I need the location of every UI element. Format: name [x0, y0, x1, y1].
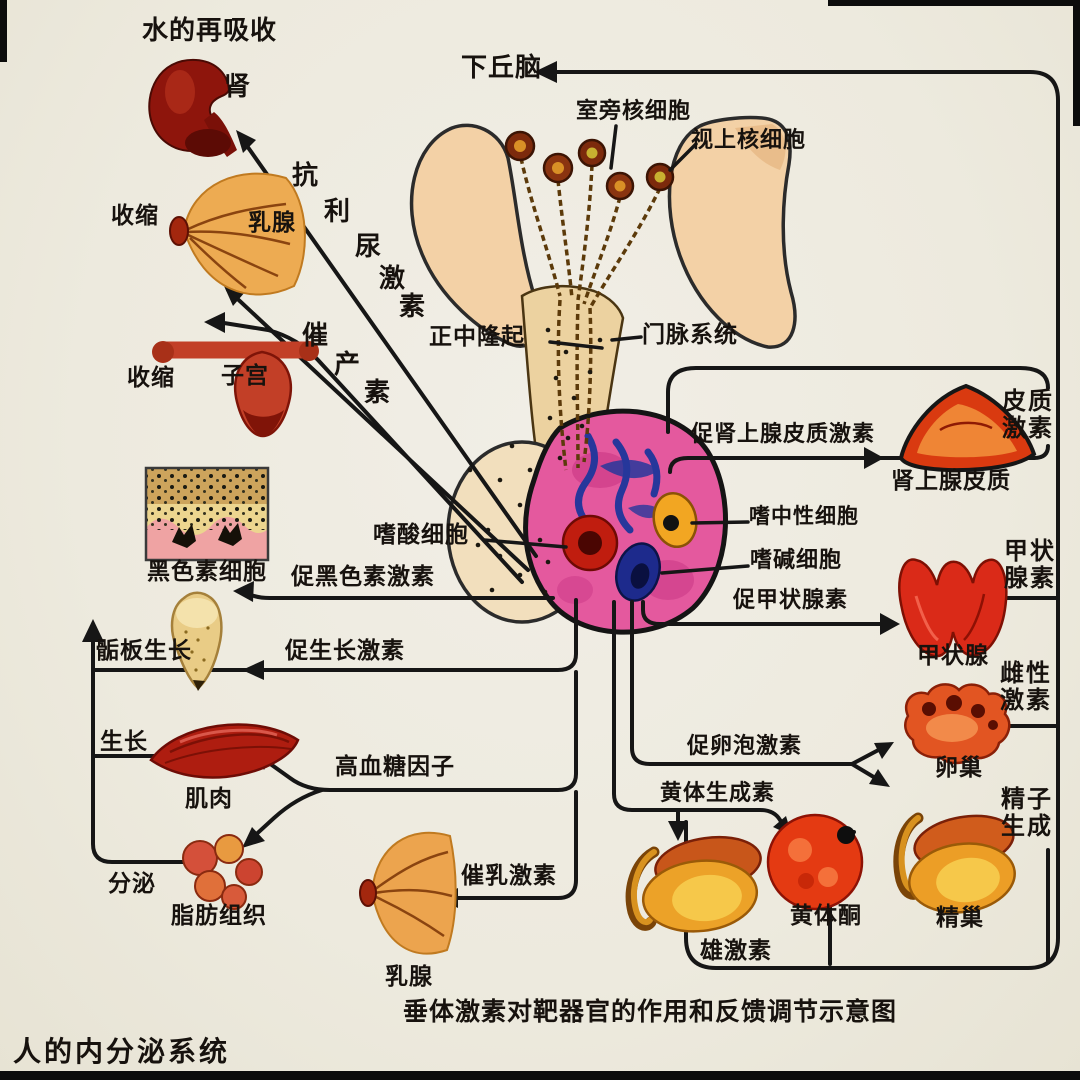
hypothalamus-illustration — [409, 115, 797, 349]
label-hypothalamus: 下丘脑 — [461, 53, 543, 83]
label-testis: 精巢 — [936, 905, 984, 931]
label-uterus: 子宫 — [221, 363, 269, 389]
ovary-illustration — [904, 683, 1011, 765]
label-sperm-production: 精子生成 — [1001, 785, 1053, 840]
testis-right-illustration — [893, 812, 1016, 914]
label-cortical-hormone: 皮质激素 — [1002, 387, 1054, 442]
scan-edge-top — [828, 0, 1080, 6]
label-muscle: 肌肉 — [185, 786, 233, 812]
scan-edge-bottom — [0, 1071, 1080, 1080]
label-mammary-lower: 乳腺 — [385, 964, 433, 990]
label-oxytocin-char-2: 产 — [334, 350, 362, 380]
label-tsh: 促甲状腺素 — [733, 588, 849, 613]
kidney-illustration — [148, 58, 237, 157]
label-estrogen: 雌性激素 — [1000, 659, 1052, 714]
thyroid-gland-illustration — [898, 558, 1008, 658]
label-glucose-factor: 高血糖因子 — [335, 754, 455, 780]
label-melanocyte: 黑色素细胞 — [147, 559, 267, 585]
page-title: 人的内分泌系统 — [13, 1035, 231, 1068]
label-lh: 黄体生成素 — [660, 781, 776, 806]
label-contract-uterus: 收缩 — [127, 365, 175, 391]
diagram-title: 垂体激素对靶器官的作用和反馈调节示意图 — [403, 997, 898, 1026]
testis-left-illustration — [625, 835, 762, 933]
label-paraventricular-cells: 室旁核细胞 — [576, 99, 692, 124]
label-median-eminence: 正中隆起 — [429, 324, 525, 350]
mammary-gland-upper-illustration — [169, 172, 306, 296]
label-secretion: 分泌 — [108, 871, 156, 897]
label-supraoptic-cells: 视上核细胞 — [691, 128, 807, 153]
label-growth-hormone: 促生长激素 — [285, 638, 405, 664]
label-thyroxine: 甲状腺素 — [1004, 537, 1056, 592]
label-epiphysis-growth: 骺板生长 — [96, 638, 192, 664]
bone-epiphysis-illustration — [170, 591, 223, 691]
label-adh-char-1: 抗 — [292, 161, 320, 191]
label-msh: 促黑色素激素 — [291, 564, 435, 590]
label-oxytocin-char-3: 素 — [364, 378, 392, 408]
label-acth: 促肾上腺皮质激素 — [691, 422, 876, 447]
muscle-illustration — [149, 723, 300, 779]
label-thyroid: 甲状腺 — [917, 643, 989, 669]
label-adrenal-cortex: 肾上腺皮质 — [891, 468, 1011, 494]
neurosecretory-cells — [504, 130, 675, 201]
label-water-reabsorption: 水的再吸收 — [142, 16, 278, 46]
label-adh-char-4: 激 — [379, 264, 407, 294]
corpus-luteum-illustration — [766, 813, 864, 911]
label-androgen: 雄激素 — [700, 938, 772, 964]
pituitary-illustration — [446, 130, 729, 635]
label-growth: 生长 — [100, 729, 148, 755]
label-fsh: 促卵泡激素 — [687, 734, 803, 759]
label-oxytocin-char-1: 催 — [302, 321, 330, 351]
adrenal-gland-illustration — [898, 383, 1037, 473]
label-portal-system: 门脉系统 — [642, 322, 738, 348]
acidophil-cell — [561, 514, 619, 572]
adipose-tissue-illustration — [182, 834, 263, 910]
label-prolactin: 催乳激素 — [461, 863, 557, 889]
mammary-gland-lower-illustration — [359, 831, 457, 955]
neutrophil-cell — [652, 491, 698, 549]
label-kidney: 肾 — [224, 72, 252, 102]
label-ovary: 卵巢 — [935, 755, 983, 781]
scan-edge-right — [1073, 0, 1080, 126]
scan-edge-left — [0, 0, 7, 62]
uterus-illustration — [152, 341, 319, 438]
basophil-cell — [615, 542, 661, 602]
label-adh-char-5: 素 — [399, 292, 427, 322]
label-acidophil-cells: 嗜酸细胞 — [373, 522, 469, 548]
label-progesterone: 黄体酮 — [790, 903, 862, 929]
label-contract-breast: 收缩 — [111, 203, 159, 229]
skin-melanocyte-illustration — [144, 466, 270, 562]
label-adh-char-2: 利 — [324, 197, 352, 227]
label-neutrophil-cells: 嗜中性细胞 — [749, 504, 859, 528]
label-adh-char-3: 尿 — [355, 232, 383, 262]
label-adipose-tissue: 脂肪组织 — [171, 903, 267, 929]
label-basophil-cells: 嗜碱细胞 — [750, 548, 843, 573]
neuron-axons — [519, 157, 662, 471]
label-mammary-upper: 乳腺 — [248, 210, 296, 236]
